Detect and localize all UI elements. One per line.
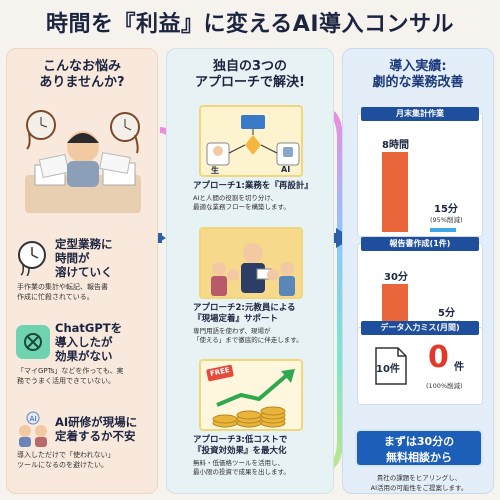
problems-heading: こんなお悩み ありませんか?: [39, 59, 125, 90]
metric-2-before-value: 30分: [384, 272, 408, 283]
approaches-heading: 独自の3つの アプローチで解決!: [195, 59, 305, 90]
approach-1-desc: AIと人間の役割を切り分け、 最適な業務フローを構築します。: [193, 194, 290, 211]
approach-2-title: アプローチ2:元教員による 『現場定着』サポート: [193, 303, 296, 324]
confused-people-icon: AI: [19, 411, 47, 447]
flow-label-human: 生: [211, 166, 219, 175]
flow-label-ai: AI: [281, 165, 291, 174]
chatgpt-logo-icon: [16, 325, 50, 359]
problems-column: こんなお悩み ありませんか?: [6, 48, 158, 494]
metric-1-before-bar: [382, 152, 408, 232]
pain-point-1: 定型業務に 時間が 溶けていく 手作業の集計や転記、報告書 作成に忙殺されている…: [17, 237, 113, 301]
metric-3-label: データ入力ミス(月間): [361, 321, 479, 335]
approach-3-desc: 無料・低価格ツールを活用し、 最小限の投資で成果を出します。: [193, 459, 290, 476]
melting-clock-icon: [18, 241, 46, 276]
pain-point-2: ChatGPTを 導入したが 効果がない 「マイGPTs」などを作っても、実 務…: [16, 321, 124, 385]
approach-1-title: アプローチ1:業務を『再設計』: [193, 181, 313, 191]
metric-3-reduction: (100%削減): [426, 382, 463, 390]
results-heading: 導入実績: 劇的な業務改善: [372, 59, 464, 90]
approach-2-desc: 専門用語を使わず、現場が 「使える」まで徹底的に伴走します。: [193, 327, 303, 344]
results-column: 導入実績: 劇的な業務改善 8時間 15分 (95%削減) 月末集計作業 30分…: [342, 48, 494, 494]
metric-3-doc-icon: [375, 347, 407, 385]
metric-1-after-bar: [430, 228, 456, 232]
pain-point-3: AI AI研修が現場に 定着するか不安 導入しただけで「使われない」 ツールにな…: [15, 411, 153, 470]
metric-3-card: 10件 0 件 (100%削減): [357, 327, 483, 405]
svg-text:AI: AI: [30, 415, 37, 423]
metric-3-after-unit: 件: [454, 362, 464, 373]
page-title: 時間を『利益』に変えるAI導入コンサル: [45, 12, 455, 37]
metric-1-reduction: (95%削減): [430, 216, 463, 224]
metric-1-after-value: 15分: [434, 204, 458, 215]
stressed-person-illustration: [25, 110, 141, 213]
approach-1-illustration: 生 AI: [199, 105, 303, 177]
approach-2-illustration: [199, 227, 303, 299]
metric-2-after-value: 5分: [438, 308, 455, 319]
approach-3-title: アプローチ3:低コストで 『投資対効果』を最大化: [193, 435, 288, 456]
metric-1-card: 8時間 15分 (95%削減): [357, 113, 483, 237]
approach-3-illustration: FREE: [199, 359, 303, 431]
cta-description: 貴社の課題をヒアリングし、 AI活用の可能性をご提案します。: [370, 474, 468, 492]
metric-1-before-value: 8時間: [382, 140, 409, 151]
metric-3-after-number: 0: [428, 340, 449, 375]
metric-1-label: 月末集計作業: [361, 107, 479, 121]
free-consultation-button[interactable]: まずは30分の 無料相談から: [355, 429, 483, 467]
metric-3-before-value: 10件: [376, 364, 400, 375]
metric-2-label: 報告書作成(1件): [361, 237, 479, 251]
approaches-column: 独自の3つの アプローチで解決! 生 AI アプローチ1:業務を『再設計』 AI…: [166, 48, 334, 494]
